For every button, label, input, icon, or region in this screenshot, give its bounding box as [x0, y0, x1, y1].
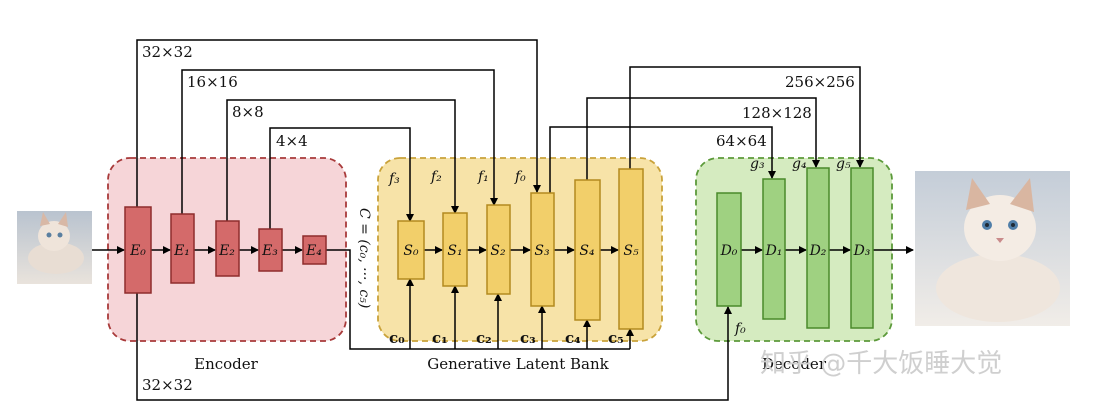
g3-label: g₃ — [750, 156, 765, 172]
f0-label: f₀ — [514, 169, 526, 185]
bank-block-0-label: S₀ — [403, 243, 419, 259]
decoder-skip-label-256: 256×256 — [785, 73, 855, 91]
encoder-block-4: E₄ — [302, 235, 327, 265]
g5-label: g₅ — [836, 156, 851, 172]
encoder-block-1-label: E₁ — [173, 243, 190, 259]
bank-label: Generative Latent Bank — [427, 355, 609, 373]
output-image — [915, 171, 1070, 326]
encoder-block-0: E₀ — [124, 206, 152, 294]
decoder-block-0-label: D₀ — [720, 243, 738, 259]
skip-label-8: 8×8 — [232, 103, 264, 121]
c1-label: c₁ — [432, 329, 448, 347]
bank-block-4-label: S₄ — [579, 243, 595, 259]
bank-block-5: S₅ — [618, 168, 644, 330]
watermark: 知乎 @千大饭睡大觉 — [760, 349, 1002, 379]
encoder-label: Encoder — [194, 355, 259, 373]
f3-label: f₃ — [388, 171, 400, 187]
input-image — [17, 211, 92, 284]
decoder-block-2-label: D₂ — [809, 243, 827, 259]
decoder-label: Decoder — [762, 355, 827, 373]
g4-label: g₄ — [792, 156, 807, 172]
skip-label-16: 16×16 — [187, 73, 238, 91]
decoder-block-1: D₁ — [762, 178, 786, 320]
decoder-block-0: D₀ — [716, 192, 742, 307]
bank-block-3: S₃ — [530, 192, 555, 307]
bank-block-4: S₄ — [574, 179, 601, 321]
encoder-block-1: E₁ — [170, 213, 195, 284]
decoder-skip-label-64: 64×64 — [716, 132, 767, 150]
f2-label: f₂ — [430, 169, 442, 185]
bank-block-2-label: S₂ — [490, 243, 506, 259]
decoder-block-2: D₂ — [806, 167, 830, 329]
encoder-block-2-label: E₂ — [218, 243, 235, 259]
c3-label: c₃ — [520, 329, 536, 347]
encoder-block-3: E₃ — [258, 228, 283, 272]
encoder-block-0-label: E₀ — [129, 243, 146, 259]
encoder-block-3-label: E₃ — [261, 243, 278, 259]
bank-block-2: S₂ — [486, 204, 511, 295]
decoder-skip-label-128: 128×128 — [742, 104, 812, 122]
decoder-block-1-label: D₁ — [765, 243, 783, 259]
bank-block-0: S₀ — [397, 220, 425, 280]
latent-code-label: C = (c₀, ···, c₅) — [356, 208, 372, 308]
decoder-block-3-label: D₃ — [853, 243, 871, 259]
skip-label-32: 32×32 — [142, 43, 193, 61]
c2-label: c₂ — [476, 329, 492, 347]
f1-label: f₁ — [477, 169, 489, 185]
c4-label: c₄ — [565, 329, 581, 347]
c0-label: c₀ — [389, 329, 405, 347]
skip-label-4: 4×4 — [276, 132, 308, 150]
bank-block-1: S₁ — [442, 212, 468, 287]
bank-block-1-label: S₁ — [447, 243, 462, 259]
decoder-block-3: D₃ — [850, 167, 874, 329]
bank-block-5-label: S₅ — [623, 243, 639, 259]
c5-label: c₅ — [608, 329, 624, 347]
encoder-block-4-label: E₄ — [305, 243, 322, 259]
bank-block-3-label: S₃ — [534, 243, 550, 259]
f0-bottom-label: f₀ — [734, 321, 746, 337]
skip-label-32-bottom: 32×32 — [142, 376, 193, 394]
encoder-block-2: E₂ — [215, 220, 240, 277]
